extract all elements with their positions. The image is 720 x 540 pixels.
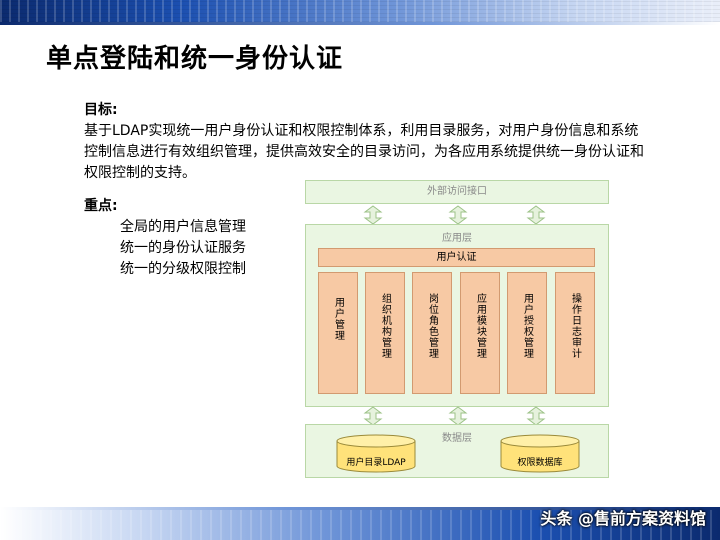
double-arrow-icon [363,406,383,426]
focus-item: 统一的分级权限控制 [120,261,246,277]
watermark-text: 头条 @售前方案资料馆 [540,509,706,528]
focus-section: 重点: 全局的用户信息管理 统一的身份认证服务 统一的分级权限控制 [84,196,246,280]
double-arrow-icon [363,205,383,225]
slide-title: 单点登陆和统一身份认证 [46,44,344,74]
module-label: 用户管理 [332,297,344,341]
bottom-divider [0,507,720,510]
module-label: 岗位角色管理 [426,293,438,359]
application-layer-label: 应用层 [442,233,472,244]
module-label: 组织机构管理 [379,293,391,359]
top-decorative-band [0,0,720,22]
focus-item: 全局的用户信息管理 [120,219,246,235]
user-auth-box: 用户认证 [318,248,595,267]
goal-label: 目标: [84,102,118,118]
module-authorization-management: 用户授权管理 [507,272,547,394]
module-user-management: 用户管理 [318,272,358,394]
double-arrow-icon [448,205,468,225]
focus-item: 统一的身份认证服务 [120,240,246,256]
module-org-management: 组织机构管理 [365,272,405,394]
double-arrow-icon [448,406,468,426]
external-interface-box: 外部访问接口 [305,180,609,204]
double-arrow-icon [526,406,546,426]
data-layer-label: 数据层 [442,433,472,444]
ldap-database-label: 用户目录LDAP [346,458,406,468]
ldap-database-icon [336,434,416,473]
module-app-management: 应用模块管理 [460,272,500,394]
goal-section: 目标: 基于LDAP实现统一用户身份认证和权限控制体系，利用目录服务，对用户身份… [84,100,644,184]
module-label: 用户授权管理 [521,293,533,359]
module-label: 应用模块管理 [474,293,486,359]
bottom-decorative-band [0,510,720,540]
permission-database-icon [500,434,580,473]
goal-text: 基于LDAP实现统一用户身份认证和权限控制体系，利用目录服务，对用户身份信息和系… [84,123,644,181]
focus-label: 重点: [84,198,118,214]
permission-database-label: 权限数据库 [517,458,563,468]
module-label: 操作日志审计 [569,293,581,359]
module-role-management: 岗位角色管理 [412,272,452,394]
module-operation-audit: 操作日志审计 [555,272,595,394]
double-arrow-icon [526,205,546,225]
top-divider [0,22,720,25]
